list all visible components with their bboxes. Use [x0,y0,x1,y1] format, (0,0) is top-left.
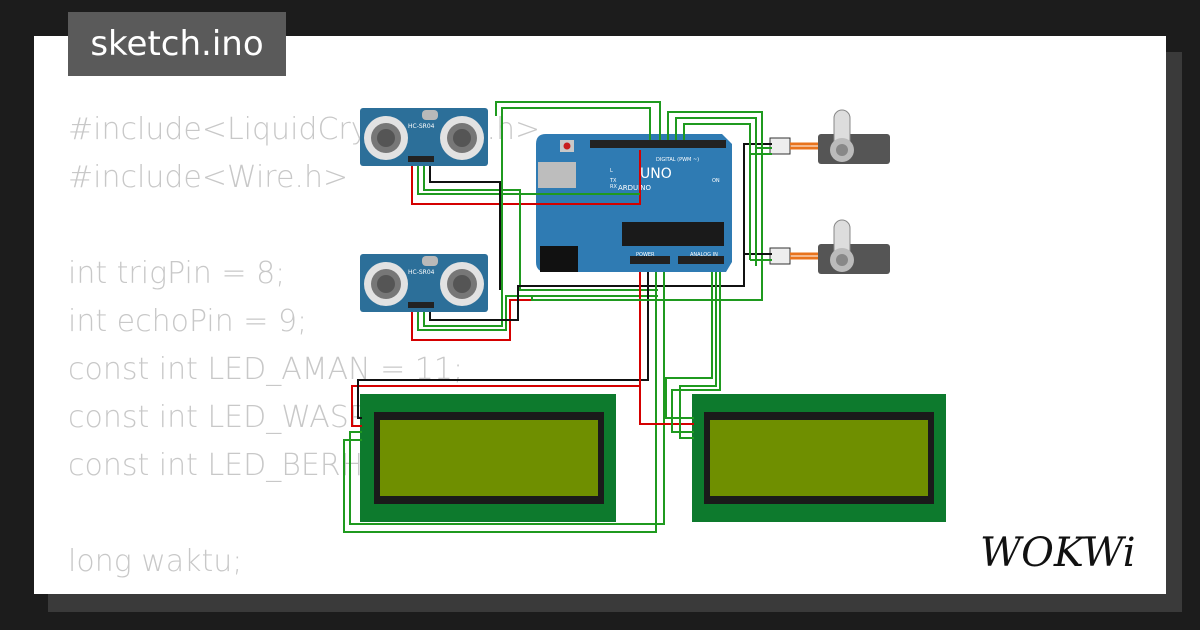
digital-header-label: DIGITAL (PWM ~) [656,157,699,163]
code-line: int jarak; [68,586,540,594]
board-model-label: UNO [640,166,672,182]
ultrasonic-sensor-2[interactable]: HC-SR04 [360,254,488,312]
wokwi-logo: WOKWi [980,530,1136,574]
wokwi-logo-text: WOKWi [980,530,1136,574]
sensor-label: HC-SR04 [408,269,435,276]
lcd-display-1[interactable] [360,394,616,522]
on-led-label: ON [712,178,720,184]
servo-motor-2[interactable] [769,219,890,274]
code-line: #include<Wire.h> [68,160,349,195]
rx-led-label: RX [610,184,617,190]
sensor-label: HC-SR04 [408,123,435,130]
tx-led-label: TX [609,178,617,184]
code-line: int echoPin = 9; [68,304,308,339]
code-editor[interactable]: #include<LiquidCrystal_I2C.h>#include<Wi… [68,106,540,594]
file-tab[interactable]: sketch.ino [68,12,286,76]
servo-motor-1[interactable] [769,109,890,164]
analog-header-label: ANALOG IN [690,252,718,258]
power-header-label: POWER [636,252,655,258]
editor-card: #include<LiquidCrystal_I2C.h>#include<Wi… [34,36,1166,594]
code-line: long waktu; [68,544,243,579]
board-brand-label: ARDUINO [618,184,651,192]
lcd-display-2[interactable] [692,394,946,522]
wires [343,101,772,533]
l-led-label: L [610,168,613,174]
ultrasonic-sensor-1[interactable]: HC-SR04 [360,108,488,166]
code-line: const int LED_AMAN = 11; [68,352,464,387]
code-line: int trigPin = 8; [68,256,286,291]
